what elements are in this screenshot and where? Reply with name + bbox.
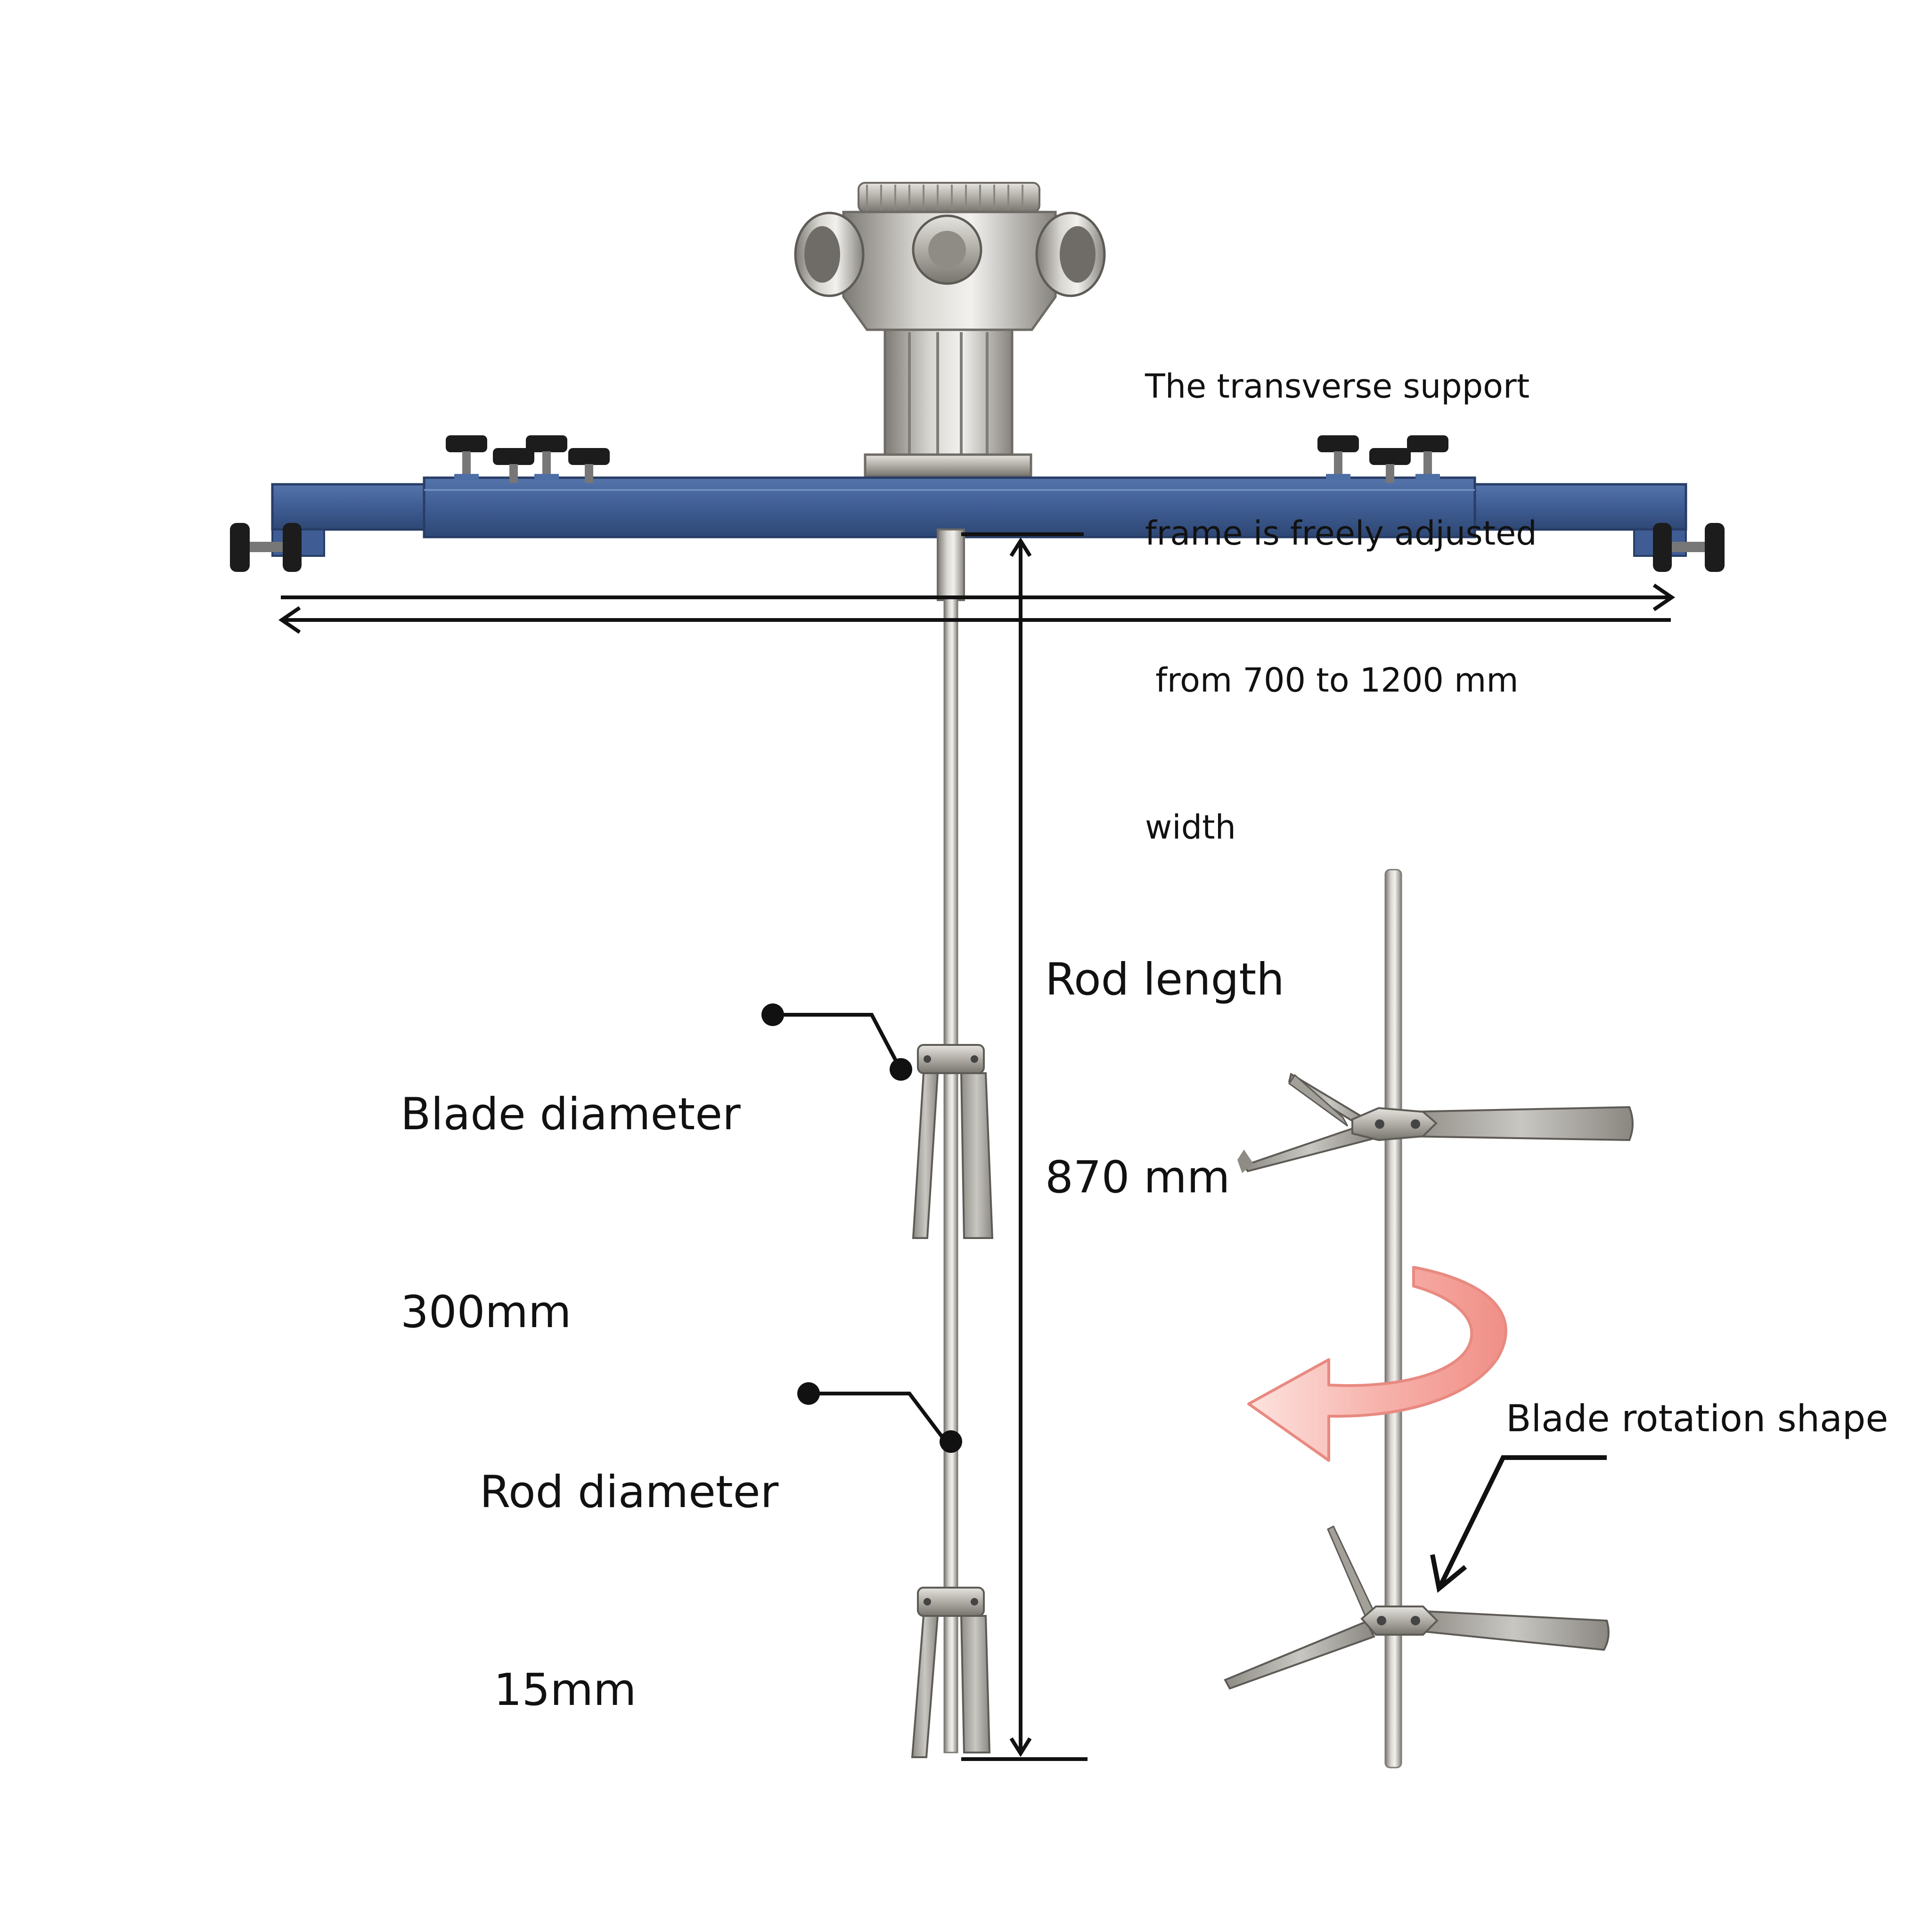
rod-diameter-title: Rod diameter [480,1467,779,1518]
leader-dot [761,1003,784,1026]
leader-dot [940,1430,962,1453]
detail-rod [1384,869,1402,1769]
rod-length-value: 870 mm [1045,1152,1230,1203]
frame-note-line-3: from 700 to 1200 mm [1145,661,1519,700]
rod-length-title: Rod length [1045,954,1284,1005]
rod-length-label: Rod length 870 mm [1045,815,1284,1277]
rod-diameter-leader [809,1392,946,1441]
rod-length-dimension [961,532,1088,1761]
transverse-support-frame [271,476,1687,557]
width-dimension-arrows [278,583,1676,634]
impeller-blade-icon [1224,1525,1610,1690]
rotation-arrow-icon [1247,1266,1507,1462]
frame-note-line-1: The transverse support [1145,367,1530,406]
blade-rotation-pointer [1430,1455,1607,1593]
side-knob-right [1653,523,1725,572]
side-knob-left [230,523,302,572]
stirring-rod [937,529,965,1753]
motor-head-icon [794,182,1106,478]
blade-rotation-label: Blade rotation shape [1506,1398,1889,1440]
impeller-blade-icon [911,1587,991,1758]
adjustment-knob-icon [446,435,1448,483]
leader-dot [890,1058,912,1081]
frame-note-line-2: frame is freely adjusted [1145,514,1537,553]
blade-diameter-title: Blade diameter [401,1089,741,1140]
rod-diameter-value: 15mm [480,1664,637,1716]
leader-dot [797,1382,820,1405]
blade-diameter-label: Blade diameter 300mm [401,950,741,1411]
rod-diameter-label: Rod diameter 15mm [480,1328,778,1789]
blade-diameter-leader [773,1013,902,1069]
frame-adjustment-note: The transverse support frame is freely a… [1145,264,1537,901]
impeller-blade-icon [1237,1072,1634,1173]
impeller-blade-icon [912,1044,994,1239]
frame-note-line-4: width [1145,808,1236,847]
blade-diameter-value: 300mm [401,1287,572,1338]
